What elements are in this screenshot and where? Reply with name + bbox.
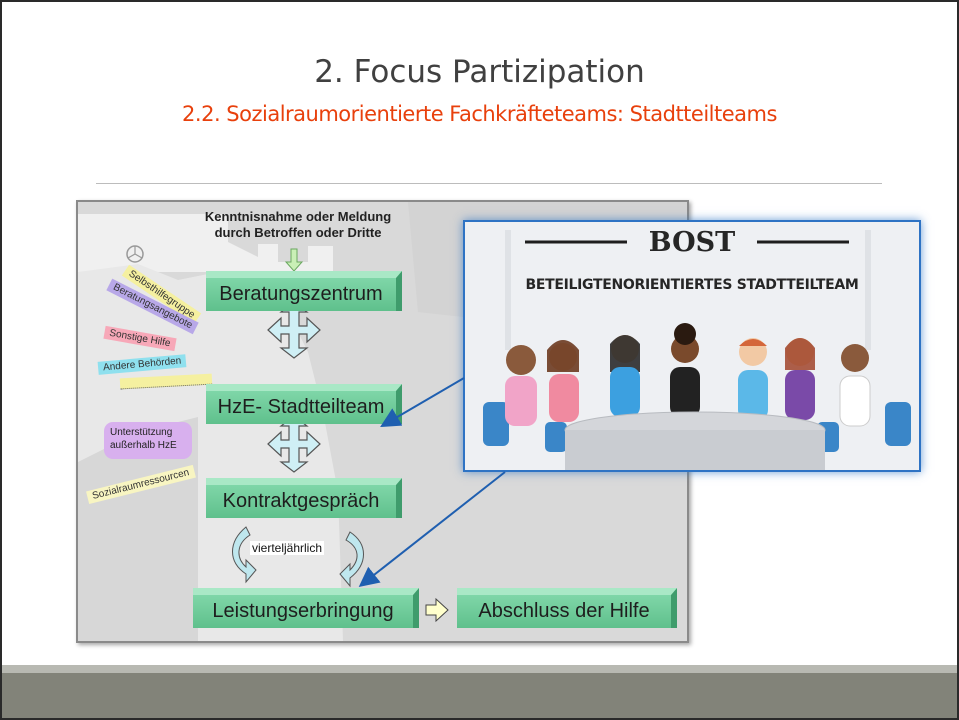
bost-subtitle: BETEILIGTENORIENTIERTES STADTTEILTEAM [525,277,859,293]
team-meeting-illustration [465,222,919,470]
step-beratungszentrum: Beratungszentrum [206,271,402,311]
bost-panel: BOST BETEILIGTENORIENTIERTES STADTTEILTE… [463,220,921,472]
table-icon [564,411,826,449]
bost-title: BOST [648,227,736,258]
step-hze-stadtteilteam: HzE- Stadtteilteam [206,384,402,424]
title-divider [96,183,882,184]
step-leistungserbringung: Leistungserbringung [193,588,419,628]
step-abschluss: Abschluss der Hilfe [457,588,677,628]
slide-title: 2. Focus Partizipation [314,54,645,90]
intake-note: Kenntnisnahme oder Meldung durch Betroff… [204,209,392,240]
footer-bar [2,673,957,718]
step-kontraktgespraech: Kontraktgespräch [206,478,402,518]
cycle-label: vierteljährlich [250,541,325,555]
tag-unterstuetzung: Unterstützung außerhalb HzE [104,422,192,459]
chair-icon [483,402,911,452]
slide-subtitle: 2.2. Sozialraumorientierte Fachkräftetea… [182,102,777,126]
footer-divider [2,665,957,673]
person-icon [505,323,871,427]
